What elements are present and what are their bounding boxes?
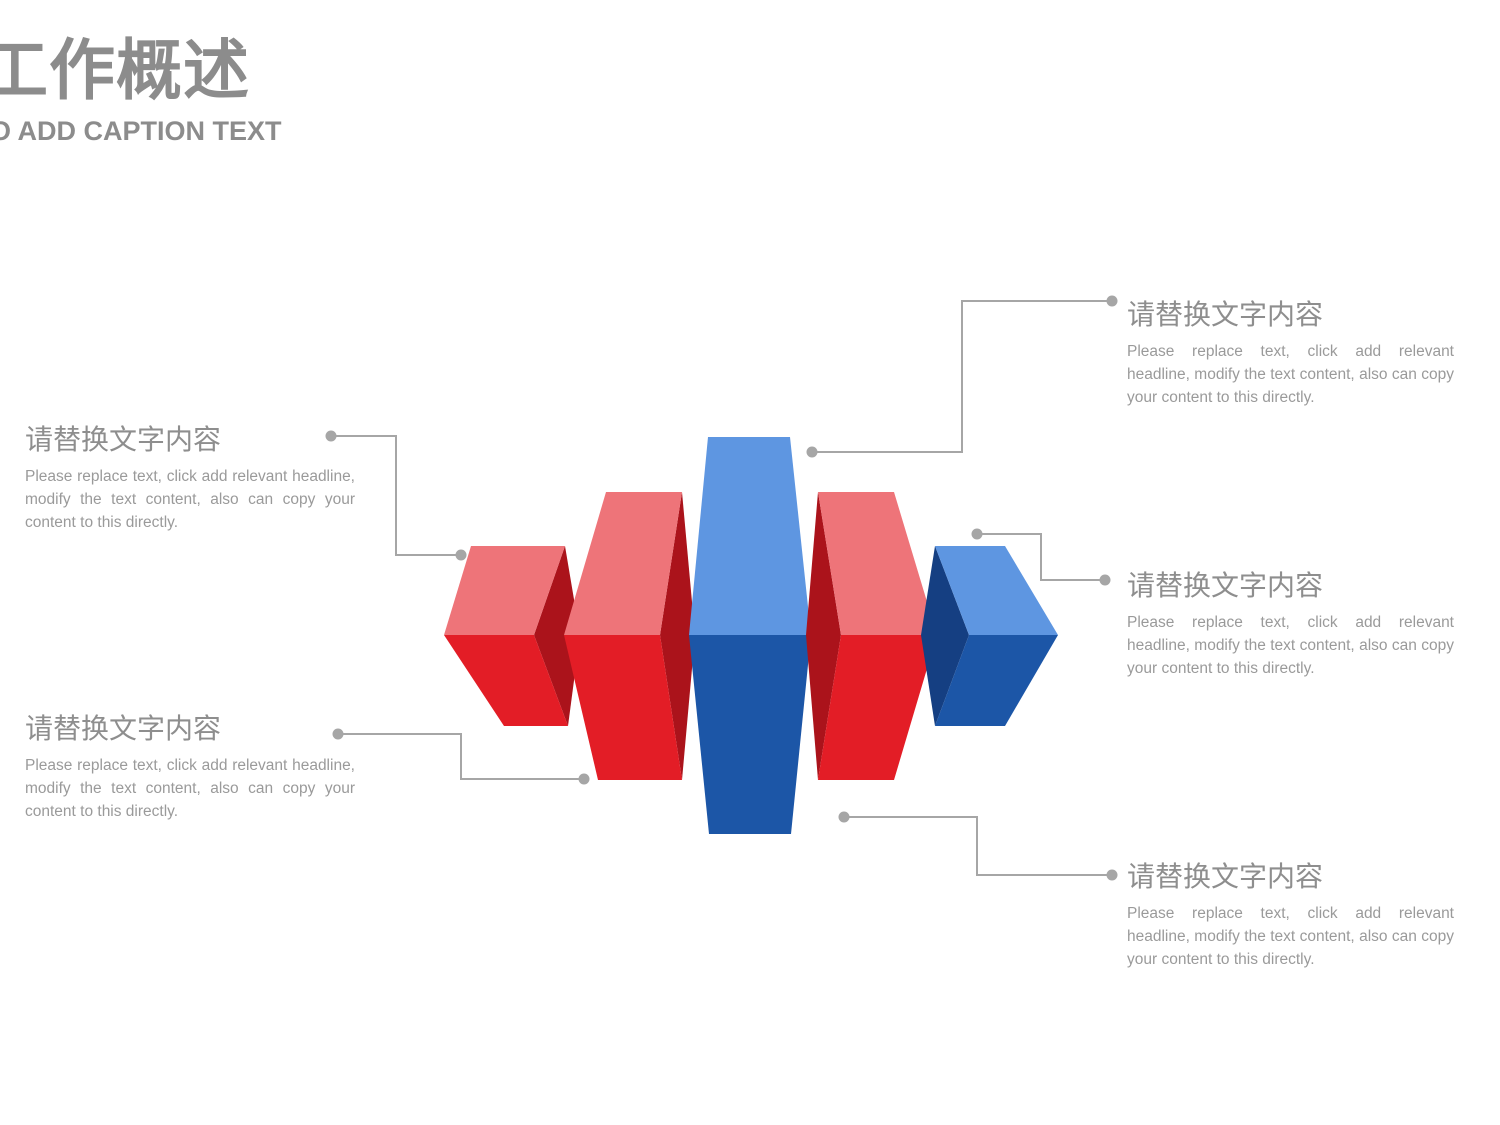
block-heading: 请替换文字内容 (1127, 860, 1324, 893)
connector-left-1 (331, 435, 461, 556)
connector-right-3 (844, 816, 1112, 876)
dot (455, 549, 467, 561)
text-block-right-3: 请替换文字内容 Please replace text, click add r… (1127, 860, 1454, 971)
red-bar-1-front (444, 635, 568, 726)
text-block-right-2: 请替换文字内容 Please replace text, click add r… (1127, 569, 1454, 680)
red-bar-3-front (818, 635, 937, 780)
dot (806, 446, 818, 458)
block-heading: 请替换文字内容 (1127, 569, 1324, 602)
page-subtitle: O ADD CAPTION TEXT (0, 116, 282, 146)
blue-bar-center-front (689, 635, 811, 834)
dot (971, 528, 983, 540)
blue-bar-center (689, 437, 811, 834)
connector-dots (325, 295, 1118, 881)
connector-left-2 (338, 733, 584, 780)
red-bar-2 (564, 492, 695, 780)
dot (1099, 574, 1111, 586)
blue-bar-right (921, 546, 1058, 726)
red-bar-2-side (660, 492, 695, 780)
red-bar-3-top (818, 492, 937, 635)
text-block-left-2: 请替换文字内容 Please replace text, click add r… (25, 712, 355, 823)
dot (332, 728, 344, 740)
red-bar-3-side (806, 492, 841, 780)
red-bar-1 (444, 546, 580, 726)
block-heading: 请替换文字内容 (25, 423, 222, 456)
blue-bar-center-top (689, 437, 811, 635)
page-title: 工作概述 (0, 32, 250, 109)
red-bar-2-top (564, 492, 682, 635)
dot (578, 773, 590, 785)
connector-right-1 (812, 300, 1112, 453)
block-body: Please replace text, click add relevant … (1127, 904, 1454, 968)
blue-bar-right-side (921, 546, 969, 726)
blue-bar-right-top (935, 546, 1058, 635)
block-heading: 请替换文字内容 (1127, 298, 1324, 331)
text-block-left-1: 请替换文字内容 Please replace text, click add r… (25, 423, 355, 534)
connectors (331, 300, 1112, 876)
block-heading: 请替换文字内容 (25, 712, 222, 745)
block-body: Please replace text, click add relevant … (1127, 613, 1454, 677)
red-bar-2-front (564, 635, 682, 780)
red-bar-1-top (444, 546, 565, 635)
red-bar-1-side (534, 546, 580, 726)
text-block-right-1: 请替换文字内容 Please replace text, click add r… (1127, 298, 1454, 409)
block-body: Please replace text, click add relevant … (1127, 342, 1454, 406)
dot (838, 811, 850, 823)
connector-right-2 (977, 533, 1105, 581)
blue-bar-right-front (935, 635, 1058, 726)
block-body: Please replace text, click add relevant … (25, 467, 355, 531)
red-bar-3 (806, 492, 937, 780)
dot (1106, 869, 1118, 881)
block-body: Please replace text, click add relevant … (25, 756, 355, 820)
dot (1106, 295, 1118, 307)
dot (325, 430, 337, 442)
